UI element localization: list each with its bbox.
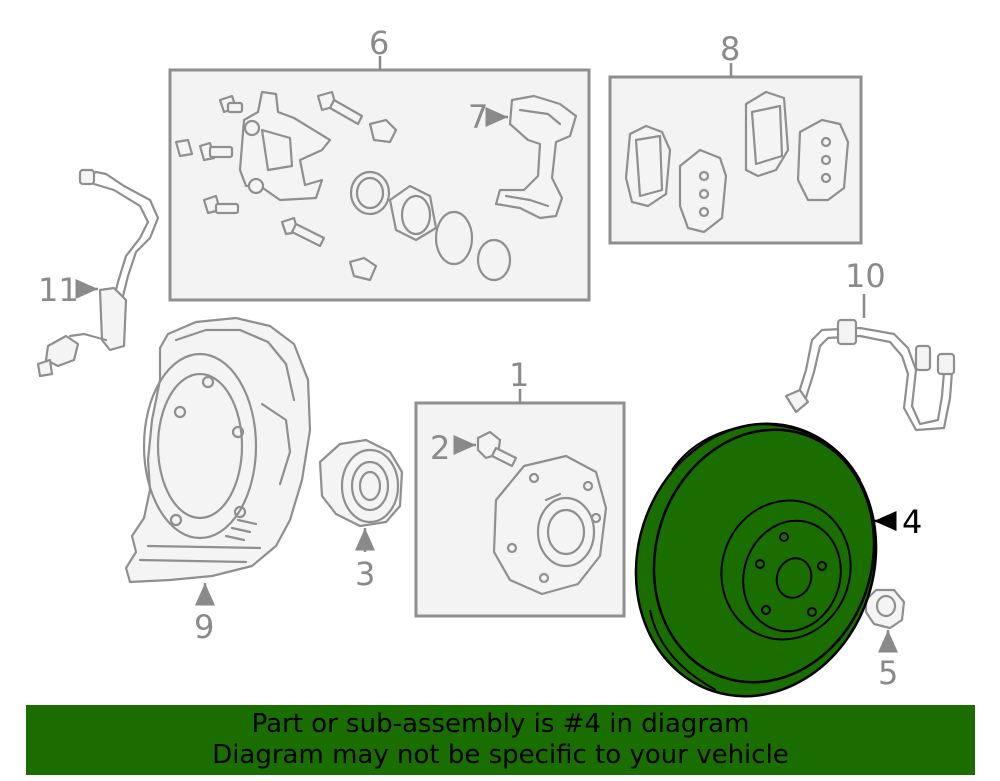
callout-8[interactable]: 8: [720, 30, 740, 68]
brake-hose-group[interactable]: 10: [784, 257, 956, 432]
banner-line-1: Part or sub-assembly is #4 in diagram: [251, 709, 750, 739]
pad-set-group[interactable]: 8: [608, 30, 863, 245]
hub-bolt: [476, 430, 518, 468]
callout-9[interactable]: 9: [194, 608, 214, 646]
callout-2[interactable]: 2: [430, 429, 450, 467]
wheel-hub: [492, 454, 608, 596]
callout-10[interactable]: 10: [845, 257, 886, 295]
callout-1[interactable]: 1: [509, 356, 529, 394]
abs-sensor: [36, 168, 160, 378]
caliper-kit-group[interactable]: 6: [168, 24, 591, 302]
caliper-piston-seals: [349, 170, 512, 282]
brake-pads: [624, 90, 850, 234]
caliper-bolts: [174, 90, 398, 282]
hub-assembly-group[interactable]: 1 2: [414, 356, 626, 618]
banner-line-2: Diagram may not be specific to your vehi…: [212, 740, 789, 770]
caliper-bracket: [494, 94, 578, 220]
dust-shield: [124, 316, 312, 584]
hub-nut-group[interactable]: 5: [864, 588, 906, 692]
wheel-bearing: [318, 438, 404, 528]
callout-7[interactable]: 7: [468, 98, 488, 136]
info-banner: Part or sub-assembly is #4 in diagram Di…: [26, 705, 975, 775]
abs-sensor-group[interactable]: 11: [36, 168, 160, 378]
callout-11[interactable]: 11: [38, 271, 79, 309]
brake-hose: [784, 318, 956, 432]
brake-rotor-group[interactable]: 4: [601, 392, 922, 727]
callout-4[interactable]: 4: [902, 503, 922, 541]
callout-3[interactable]: 3: [355, 555, 375, 593]
dust-shield-group[interactable]: 9: [124, 316, 312, 646]
callout-6[interactable]: 6: [369, 24, 389, 62]
caliper-body: [238, 90, 332, 202]
bearing-group[interactable]: 3: [318, 438, 404, 593]
brake-rotor: [634, 422, 878, 698]
hub-nut: [864, 588, 906, 630]
callout-5[interactable]: 5: [878, 654, 898, 692]
